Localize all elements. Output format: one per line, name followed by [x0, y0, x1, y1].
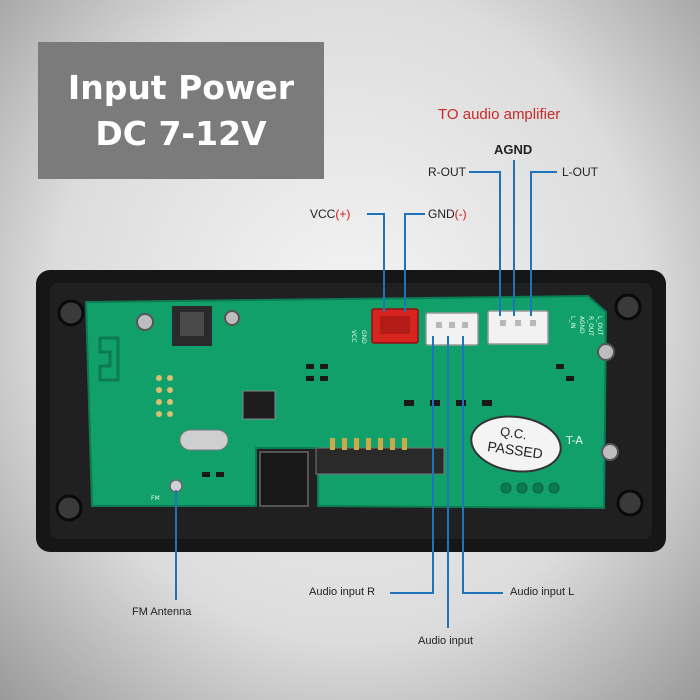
regulator-tab — [180, 312, 204, 336]
audio-input-connector — [425, 312, 479, 346]
leader-vcc — [367, 213, 385, 312]
leader-audio-input-l — [462, 336, 503, 594]
qc-stamp-line2: PASSED — [486, 438, 543, 462]
screw-hole-bottom-right — [616, 489, 644, 517]
smd-components — [202, 364, 574, 477]
power-connector-slot — [380, 316, 410, 334]
label-audio-input: Audio input — [418, 635, 474, 647]
label-l-out: L-OUT — [562, 165, 598, 179]
pin-header — [156, 375, 173, 417]
label-vcc: VCC(+) — [310, 207, 350, 221]
qc-stamp — [470, 415, 562, 473]
pcb — [84, 294, 608, 510]
silk-r-out: R_OUT — [587, 316, 594, 336]
board-screw-left — [136, 313, 154, 331]
audio-output-connector — [487, 310, 549, 345]
label-r-out: R-OUT — [428, 165, 466, 179]
leader-gnd — [404, 213, 425, 312]
board-screw-right-low — [601, 443, 619, 461]
input-power-line1: Input Power — [67, 67, 295, 107]
screw-hole-bottom-left — [55, 494, 83, 522]
input-power-box: Input Power DC 7-12V — [38, 42, 324, 179]
crystal-oscillator — [179, 429, 229, 451]
screw-hole-top-right — [614, 293, 642, 321]
leader-audio-input-r — [390, 336, 434, 594]
board-screw-mid — [224, 310, 240, 326]
antenna-trace — [98, 336, 120, 382]
usb-port — [259, 451, 309, 507]
bottom-pads — [500, 482, 560, 494]
board-screw-right — [597, 343, 615, 361]
screw-hole-top-left — [57, 299, 85, 327]
leader-l-out — [530, 171, 557, 316]
label-gnd-text: GND — [428, 207, 455, 221]
label-gnd-sign: (-) — [454, 207, 467, 221]
sd-card-slot — [315, 447, 445, 475]
sd-card-pins — [330, 438, 407, 450]
label-vcc-text: VCC — [310, 207, 336, 221]
decoder-chip — [242, 390, 276, 420]
label-audio-input-l: Audio input L — [510, 586, 575, 598]
label-audio-input-r: Audio input R — [309, 586, 376, 598]
silk-ta: T-A — [565, 434, 583, 447]
label-fm-antenna: FM Antenna — [132, 606, 192, 618]
silk-fm: FM — [151, 495, 160, 502]
silk-l-out: L_OUT — [596, 316, 603, 335]
silk-vcc: VCC — [350, 330, 357, 342]
label-vcc-sign: (+) — [335, 207, 351, 221]
leader-r-out — [469, 171, 501, 316]
silk-l-in: L_IN — [569, 316, 576, 329]
qc-stamp-line1: Q.C. — [499, 424, 528, 443]
connector-pins — [436, 320, 536, 328]
silk-gnd: GND — [360, 330, 367, 344]
amp-title: TO audio amplifier — [438, 106, 561, 123]
input-power-line2: DC 7-12V — [95, 113, 267, 153]
label-agnd: AGND — [494, 142, 533, 157]
leader-lines — [175, 160, 557, 628]
silk-agnd: AGND — [578, 316, 585, 334]
label-gnd: GND(-) — [428, 207, 467, 221]
